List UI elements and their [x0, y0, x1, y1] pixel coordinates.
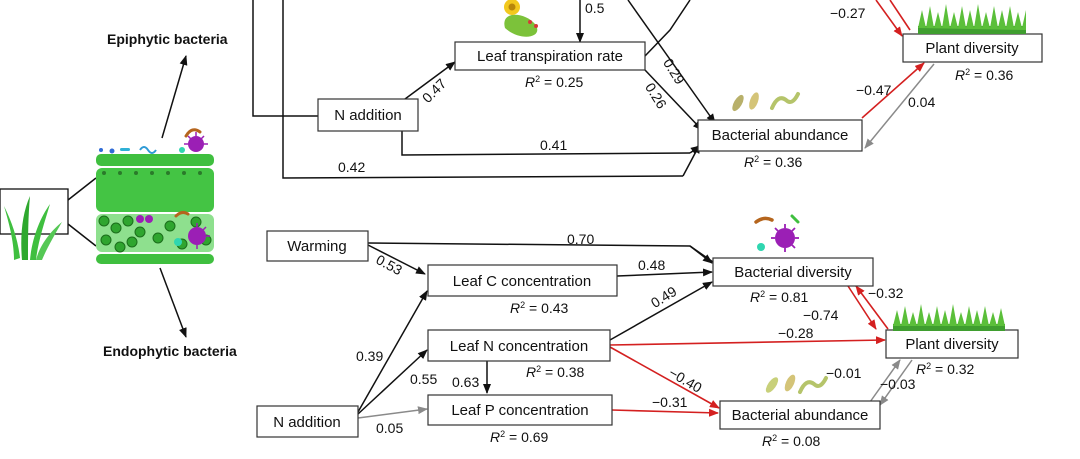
- path-leafc-to-bacdiv: [616, 268, 713, 277]
- top-path-diagram: N addition Leaf transpiration rate R2 = …: [252, 0, 1043, 179]
- coef-neg-0.01: −0.01: [826, 365, 862, 381]
- path-leafp-to-abundance: [611, 408, 719, 417]
- path-leafn-to-bacdiv: [609, 281, 713, 341]
- coef-neg-0.40: −0.40: [666, 364, 705, 396]
- path-n-to-transpiration: [404, 61, 456, 100]
- path-abundance-to-plant-bottom: [869, 359, 901, 403]
- coef-0.04: 0.04: [908, 94, 935, 110]
- coef-0.42: 0.42: [338, 159, 365, 175]
- path-plant-to-bacdiv: [855, 285, 889, 330]
- epiphytic-microbes-icon: [99, 128, 208, 154]
- path-leafn-to-abundance: [609, 346, 720, 409]
- r2-leaf-n: R2 = 0.38: [526, 364, 585, 380]
- node-warming: [266, 230, 369, 262]
- r2-abundance-top: R2 = 0.36: [744, 154, 803, 170]
- svg-text:Warming: Warming: [287, 238, 346, 255]
- grass-icon: [0, 188, 69, 260]
- bacteria-top-icon: [732, 92, 800, 112]
- coef-0.49: 0.49: [648, 283, 680, 311]
- top-left-frame-line: [252, 0, 318, 117]
- r2-abundance-bottom: R2 = 0.08: [762, 433, 821, 449]
- node-bacterial-abundance-bottom: [719, 400, 881, 430]
- epiphytic-label: Epiphytic bacteria: [107, 31, 228, 47]
- grass-bottom-icon: [893, 304, 1005, 331]
- endophytic-label: Endophytic bacteria: [103, 343, 237, 359]
- r2-bacterial-diversity: R2 = 0.81: [750, 289, 809, 305]
- r2-transpiration: R2 = 0.25: [525, 74, 584, 90]
- coef-0.48: 0.48: [638, 257, 665, 273]
- r2-plant-bottom: R2 = 0.32: [916, 361, 975, 377]
- coef-neg-0.03: −0.03: [880, 376, 916, 392]
- endophytic-pointer: [159, 267, 187, 338]
- node-n-addition-top: [317, 98, 419, 132]
- coef-0.47: 0.47: [419, 75, 450, 106]
- r2-leaf-p: R2 = 0.69: [490, 429, 549, 445]
- coef-neg-0.28: −0.28: [778, 325, 814, 341]
- grass-top-icon: [918, 4, 1026, 34]
- coef-0.29: 0.29: [660, 56, 688, 88]
- virus-icon: [754, 214, 800, 252]
- node-bacterial-diversity: [712, 257, 874, 287]
- coef-neg-0.74: −0.74: [803, 307, 839, 323]
- svg-text:N addition: N addition: [273, 414, 341, 431]
- sunflower-icon: [504, 0, 538, 37]
- coef-0.05: 0.05: [376, 420, 403, 436]
- path-warming-to-bacdiv: [689, 245, 713, 264]
- path-plant-to-abundance-bottom: [879, 359, 913, 406]
- path-plant-to-abundance: [864, 63, 935, 149]
- node-leaf-n: [427, 329, 611, 362]
- svg-text:Bacterial abundance: Bacterial abundance: [712, 127, 849, 144]
- zoom-line-upper: [67, 177, 97, 201]
- svg-text:Leaf P concentration: Leaf P concentration: [451, 402, 588, 419]
- zoom-line-lower: [67, 223, 97, 247]
- svg-text:Plant diversity: Plant diversity: [925, 40, 1019, 57]
- leaf-illustration: Epiphytic bacteria Endophytic bacteria: [0, 31, 237, 359]
- coef-0.39: 0.39: [356, 348, 383, 364]
- path-n-to-leafn: [357, 349, 428, 415]
- svg-text:Bacterial abundance: Bacterial abundance: [732, 407, 869, 424]
- coef-0.41: 0.41: [540, 137, 567, 153]
- coef-0.70: 0.70: [567, 231, 594, 247]
- path-n-to-leafc: [357, 290, 428, 413]
- epiphytic-pointer: [161, 55, 188, 139]
- coef-0.5: 0.5: [585, 0, 605, 16]
- svg-text:Bacterial diversity: Bacterial diversity: [734, 264, 852, 281]
- bottom-path-diagram: Warming Leaf C concentration R2 = 0.43 L…: [256, 214, 1019, 449]
- path-warming-to-leafc: [367, 244, 426, 275]
- svg-text:Leaf N concentration: Leaf N concentration: [450, 338, 588, 355]
- coef-neg-0.27: −0.27: [830, 5, 866, 21]
- svg-text:Leaf C concentration: Leaf C concentration: [453, 273, 591, 290]
- coef-neg-0.47: −0.47: [856, 82, 892, 98]
- coef-0.26: 0.26: [642, 80, 670, 112]
- path-bacdiv-to-plant: [847, 285, 877, 330]
- svg-text:N addition: N addition: [334, 107, 402, 124]
- path-transpiration-to-abundance: [644, 69, 703, 131]
- path-abundance-to-plant: [861, 62, 925, 119]
- top-outer-connector: [282, 0, 684, 179]
- node-plant-diversity-top: [902, 33, 1043, 63]
- coef-0.53: 0.53: [373, 251, 405, 278]
- r2-plant-top: R2 = 0.36: [955, 67, 1014, 83]
- svg-text:Plant diversity: Plant diversity: [905, 336, 999, 353]
- node-leaf-transpiration: [454, 41, 646, 71]
- r2-leaf-c: R2 = 0.43: [510, 300, 569, 316]
- node-n-addition-bottom: [256, 405, 359, 438]
- path-n-to-leafp: [357, 406, 428, 419]
- svg-text:Leaf transpiration rate: Leaf transpiration rate: [477, 48, 623, 65]
- endophytic-microbes-icon: [136, 210, 210, 249]
- bacteria-bottom-icon: [765, 374, 828, 394]
- node-bacterial-abundance-top: [697, 119, 863, 152]
- leaf-cross-section-icon: [96, 128, 214, 264]
- coef-neg-0.31: −0.31: [652, 394, 688, 410]
- path-leafn-to-plant: [609, 336, 886, 346]
- coef-neg-0.32: −0.32: [868, 285, 904, 301]
- node-leaf-c: [427, 264, 618, 297]
- coef-0.55: 0.55: [410, 371, 437, 387]
- coef-0.63: 0.63: [452, 374, 479, 390]
- node-leaf-p: [427, 394, 613, 426]
